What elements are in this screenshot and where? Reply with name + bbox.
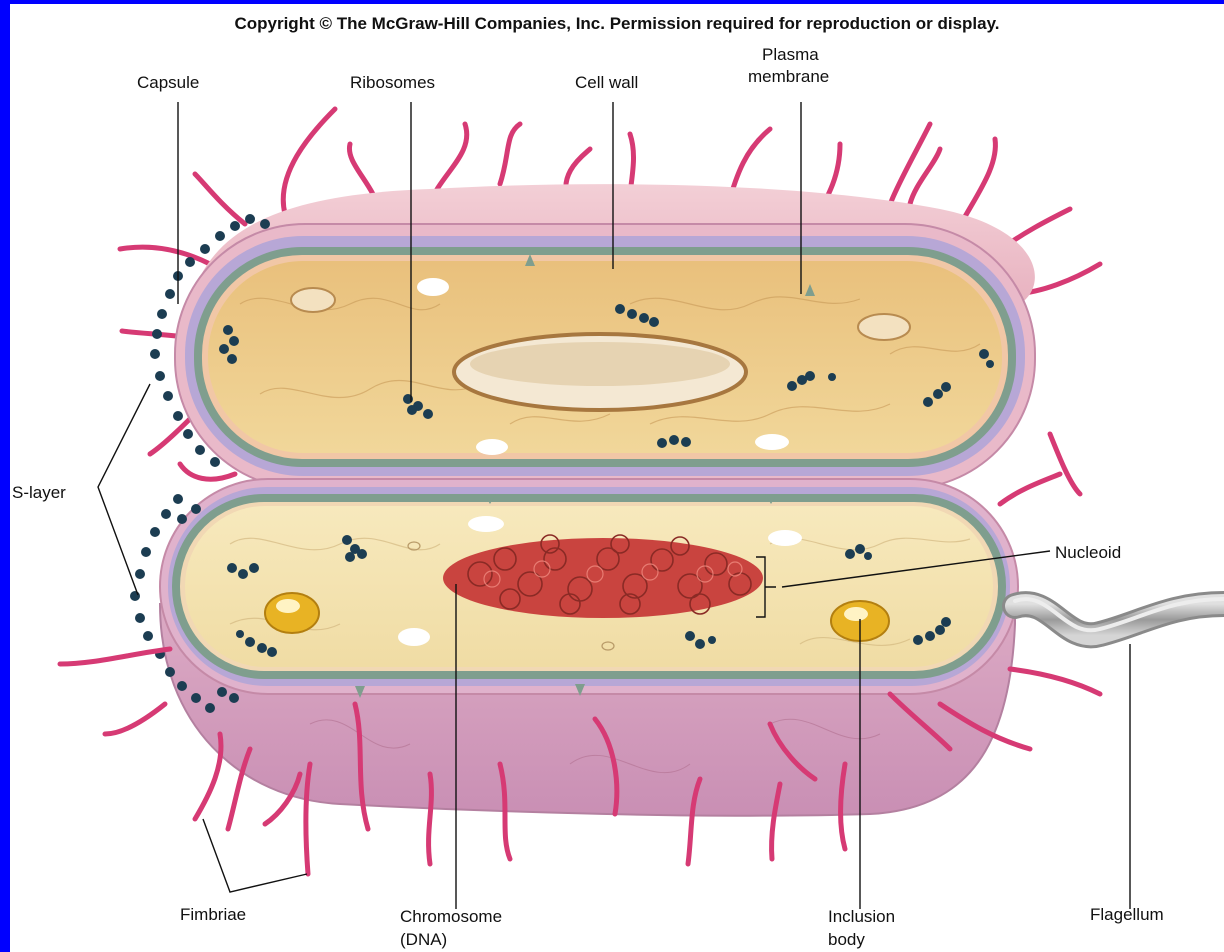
- label-plasma-membrane-line2: membrane: [748, 67, 829, 86]
- label-fimbriae: Fimbriae: [180, 905, 246, 924]
- label-chromosome-line2: (DNA): [400, 930, 447, 949]
- flagellum: [1015, 599, 1224, 635]
- label-cell-wall: Cell wall: [575, 73, 638, 92]
- label-s-layer: S-layer: [12, 483, 66, 502]
- diagram-frame: Copyright © The McGraw-Hill Companies, I…: [10, 4, 1224, 952]
- bottom-cell: [160, 479, 1018, 816]
- top-cell: [175, 184, 1035, 489]
- bacterial-cell-diagram: Capsule Ribosomes Cell wall Plasma membr…: [10, 4, 1224, 952]
- label-flagellum: Flagellum: [1090, 905, 1164, 924]
- label-plasma-membrane-line1: Plasma: [762, 45, 819, 64]
- label-chromosome-line1: Chromosome: [400, 907, 502, 926]
- label-nucleoid: Nucleoid: [1055, 543, 1121, 562]
- label-inclusion-body-line2: body: [828, 930, 865, 949]
- label-ribosomes: Ribosomes: [350, 73, 435, 92]
- label-capsule: Capsule: [137, 73, 199, 92]
- label-inclusion-body-line1: Inclusion: [828, 907, 895, 926]
